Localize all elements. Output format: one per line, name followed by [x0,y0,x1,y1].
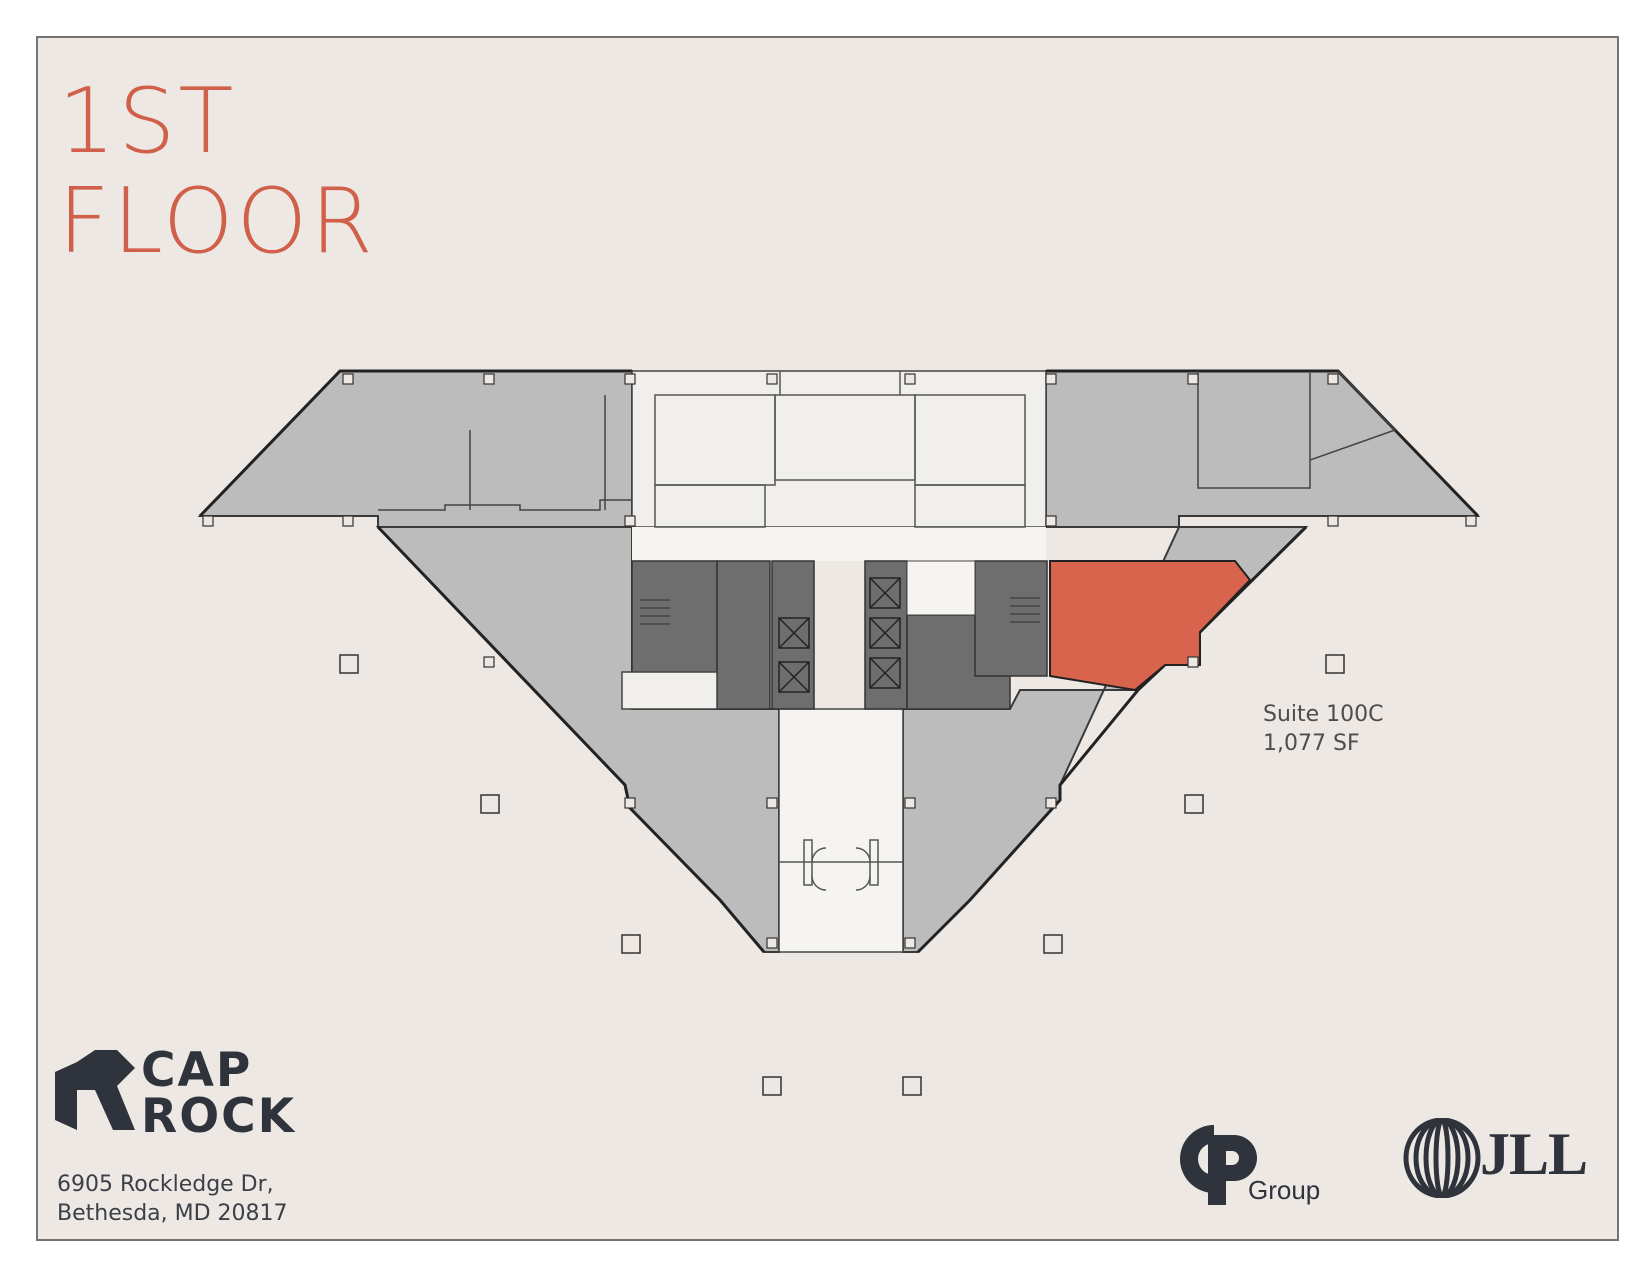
suite-area: 1,077 SF [1263,731,1360,756]
address: 6905 Rockledge Dr, Bethesda, MD 20817 [57,1170,288,1228]
caprock-line2: ROCK [141,1089,297,1144]
suite-name: Suite 100C [1263,702,1384,727]
page-title-line2: FLOOR [58,169,376,274]
page-title-line1: 1ST [58,69,237,174]
core-right-stairs [974,560,1048,677]
address-line1: 6905 Rockledge Dr, [57,1172,274,1197]
jll-logo: JLL [1480,1121,1588,1187]
stair-treads [640,597,1040,625]
page-title: 1ST FLOOR [58,72,376,272]
outer-wall-left [198,369,632,518]
caprock-line1: CAP [141,1043,253,1098]
jll-rings-icon [1403,1118,1481,1198]
common-lobby-area [631,370,1047,528]
cp-group-logo: Group [1248,1175,1321,1205]
core-left-light-pocket [621,671,718,710]
column-grid [339,654,1345,1096]
caprock-mark-icon [55,1050,135,1130]
caprock-logo: CAP ROCK [141,1043,297,1144]
lobby-partitions [654,371,1026,528]
upper-wing-partitions [378,370,1396,511]
cp-mark-icon [1180,1125,1257,1205]
entry-corridor [778,708,904,953]
entry-vestibule [779,839,903,891]
elevator-symbols [778,577,901,693]
core-left-restrooms [716,560,771,710]
core-right-notch [906,560,976,616]
suite-label: Suite 100C 1,077 SF [1263,700,1384,758]
suite-100c-highlight [1049,560,1252,692]
floor-plan-frame [36,36,1619,1241]
lobby-corridor [632,527,1046,561]
wall-columns [202,373,1477,949]
address-line2: Bethesda, MD 20817 [57,1201,288,1226]
